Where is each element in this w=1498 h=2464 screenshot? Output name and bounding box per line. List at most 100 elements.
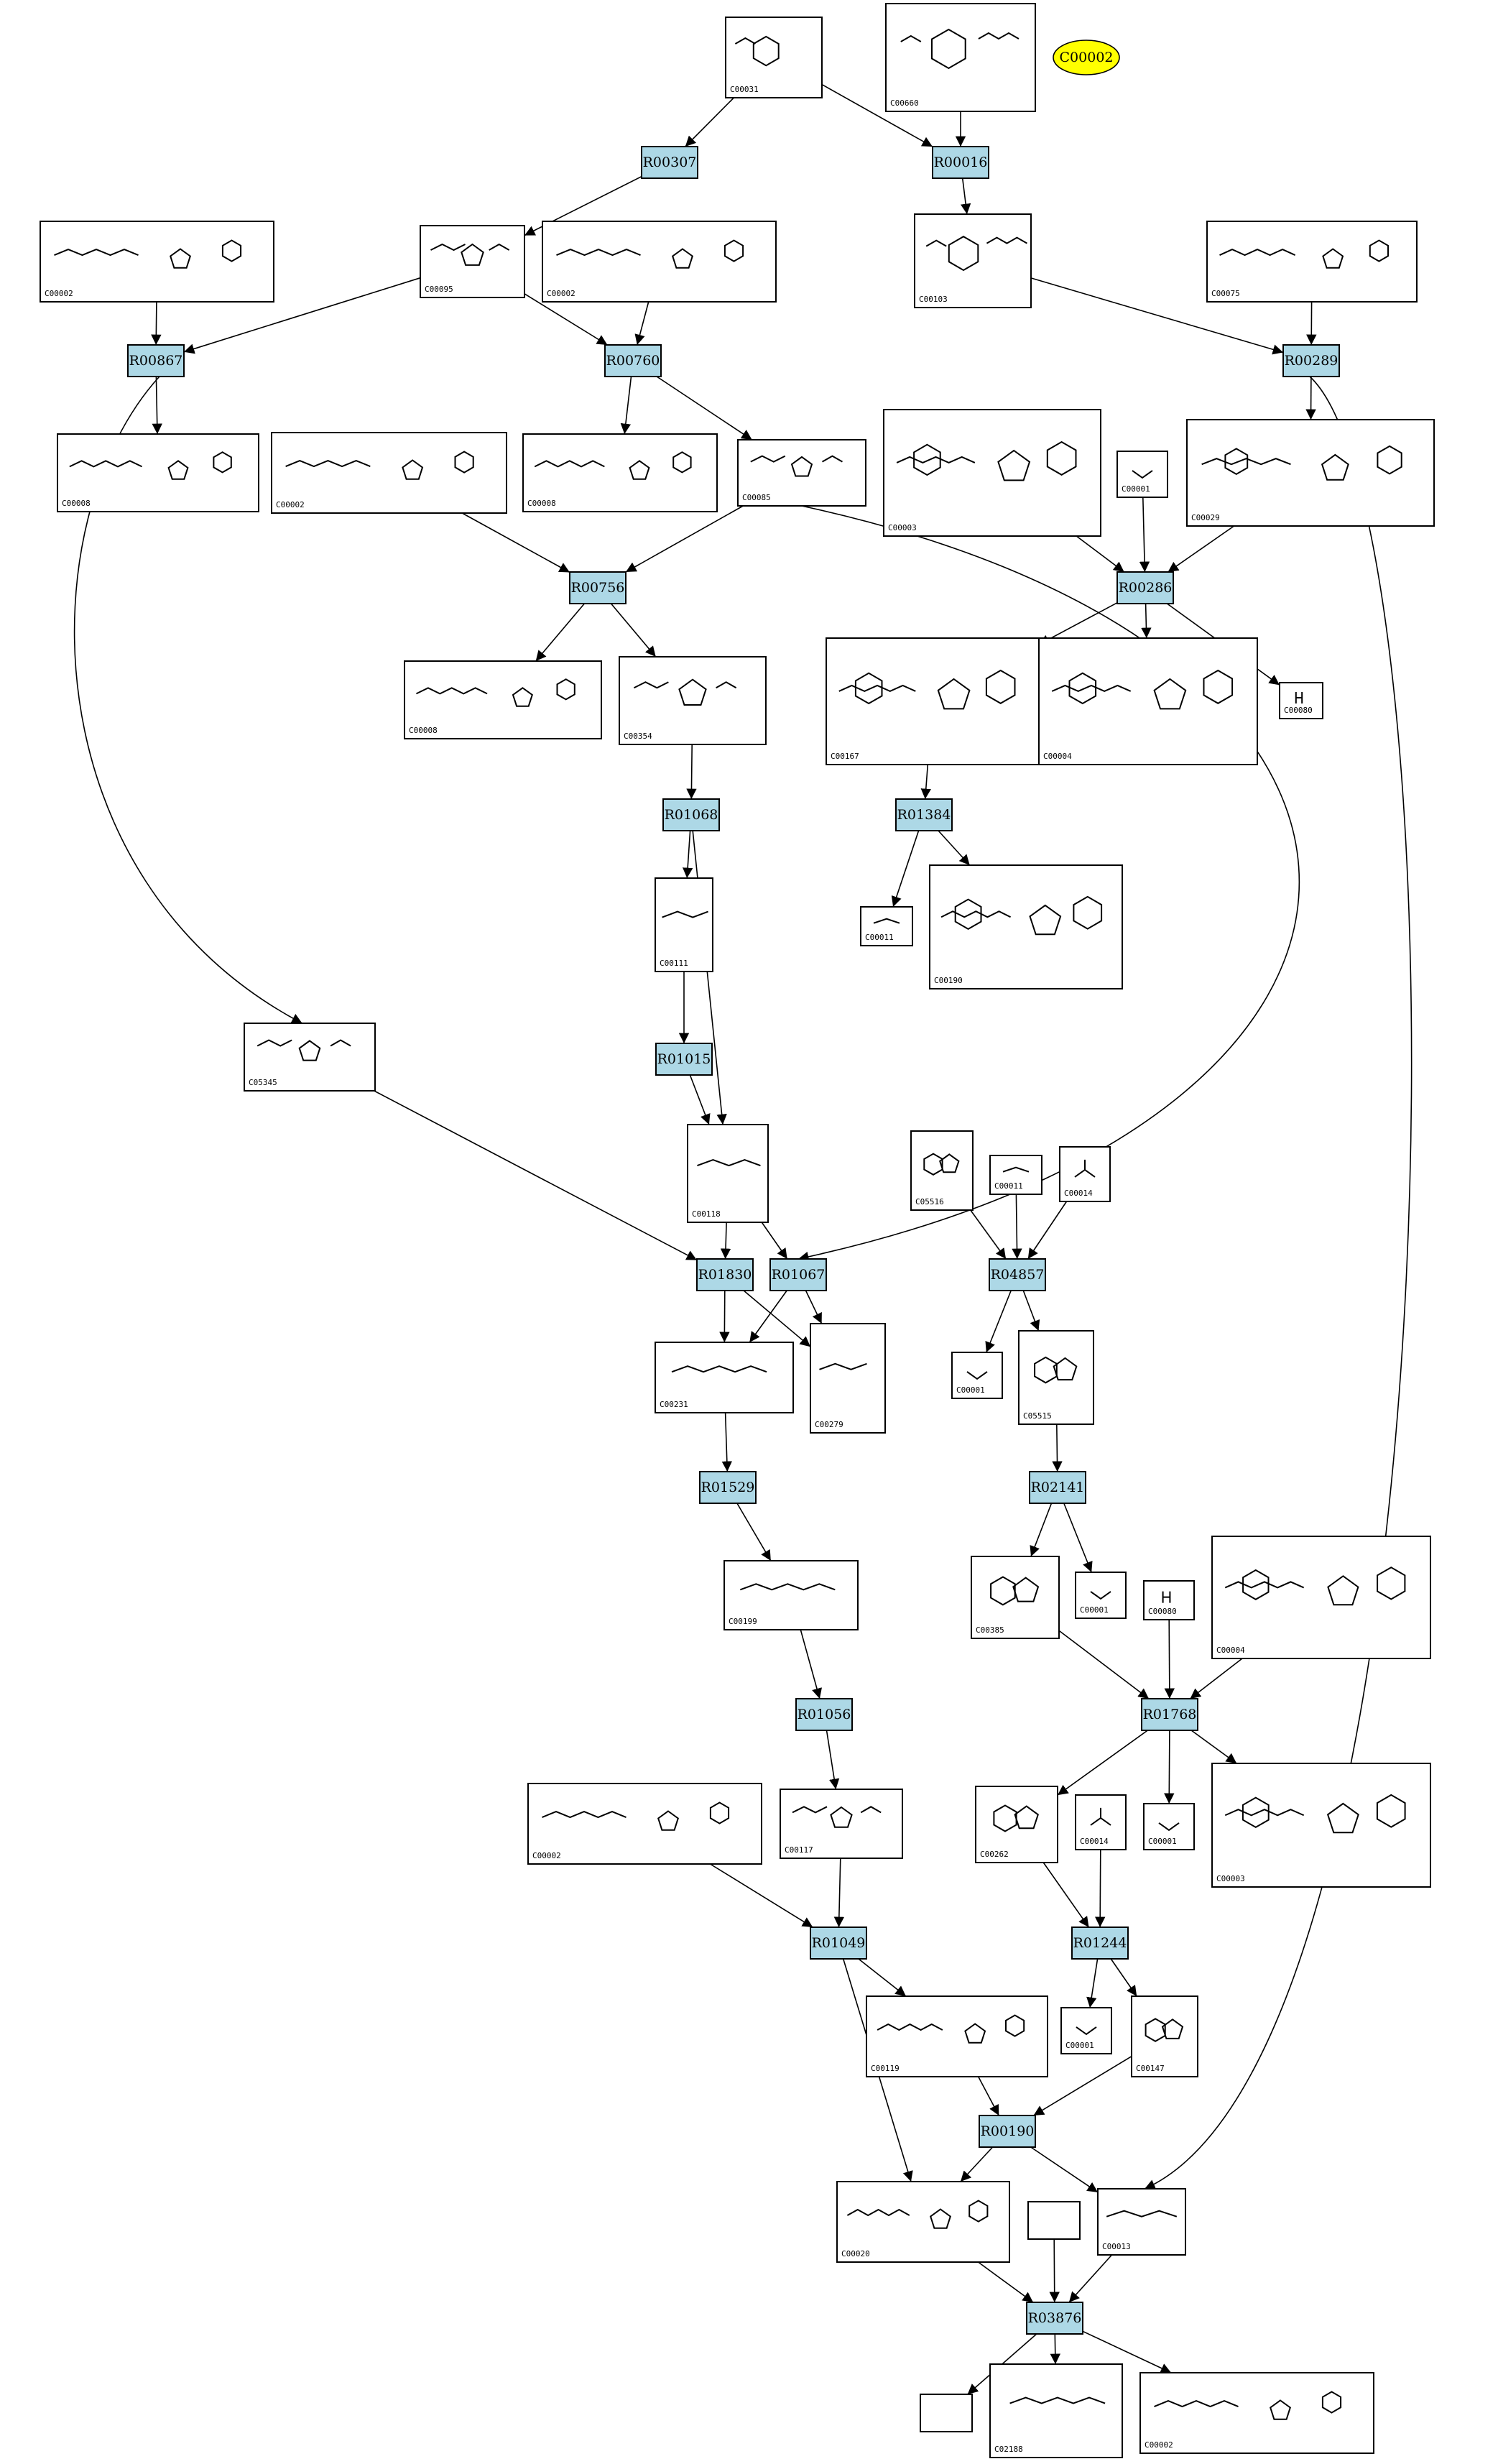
reaction-node[interactable]: R01768 <box>1141 1698 1198 1731</box>
compound-node[interactable]: C00001 <box>1075 1572 1127 1619</box>
compound-node[interactable]: C00117 <box>780 1789 903 1859</box>
compound-box <box>780 1789 903 1859</box>
reaction-box <box>989 1258 1046 1291</box>
compound-node[interactable]: C02188 <box>989 2363 1123 2458</box>
reaction-node[interactable]: R00286 <box>1116 571 1174 604</box>
edge <box>743 1290 811 1347</box>
compound-node[interactable]: C00075 <box>1206 221 1418 303</box>
reaction-box <box>979 2115 1036 2148</box>
compound-node[interactable]: C00085 <box>737 439 866 507</box>
structure-drawing <box>1106 2210 1178 2218</box>
reaction-node[interactable]: R00016 <box>932 146 989 179</box>
compound-node[interactable]: C00279 <box>810 1323 886 1434</box>
edge <box>461 512 570 573</box>
reaction-node[interactable]: R01067 <box>769 1258 827 1291</box>
compound-box <box>1143 1580 1195 1620</box>
compound-node[interactable]: C00001 <box>1143 1803 1195 1850</box>
compound-node[interactable]: C00011 <box>989 1155 1042 1195</box>
compound-node[interactable]: C00031 <box>725 17 823 98</box>
edge <box>709 1863 813 1928</box>
compound-node[interactable]: C00231 <box>655 1342 794 1413</box>
edge <box>1168 525 1235 573</box>
compound-node[interactable]: C00385 <box>971 1556 1060 1639</box>
compound-node[interactable]: C05515 <box>1018 1330 1094 1425</box>
compound-node[interactable]: C00118 <box>687 1124 769 1223</box>
compound-node[interactable]: C00008 <box>404 660 602 739</box>
reaction-node[interactable]: R01529 <box>699 1471 757 1504</box>
compound-node[interactable]: C00660 <box>885 3 1036 112</box>
compound-node[interactable] <box>1027 2201 1081 2240</box>
reaction-label: R01056 <box>797 1707 851 1722</box>
legend-node[interactable]: C00002 <box>1053 40 1120 75</box>
compound-id: C00011 <box>865 933 894 942</box>
compound-node[interactable]: C00011 <box>860 906 913 946</box>
structure-drawing <box>873 918 900 924</box>
edge <box>1076 535 1125 573</box>
edge-path <box>1164 1619 1175 1699</box>
compound-node[interactable]: C00003 <box>883 409 1101 537</box>
compound-node[interactable]: C00001 <box>1116 451 1168 498</box>
reaction-node[interactable]: R00756 <box>569 571 627 604</box>
compound-node[interactable]: C00013 <box>1097 2188 1186 2256</box>
reaction-node[interactable]: R04857 <box>989 1258 1046 1291</box>
compound-node[interactable]: C00004 <box>1211 1536 1431 1659</box>
compound-node[interactable]: C00002 <box>271 432 507 514</box>
compound-node[interactable]: C00354 <box>619 656 767 745</box>
structure-drawing <box>430 243 510 266</box>
compound-node[interactable]: C00002 <box>542 221 777 303</box>
compound-node[interactable]: C00029 <box>1186 419 1435 527</box>
reaction-node[interactable]: R02141 <box>1029 1471 1086 1504</box>
compound-node[interactable]: C00001 <box>951 1352 1003 1399</box>
structure-drawing <box>923 1153 960 1176</box>
reaction-node[interactable]: R01068 <box>662 798 720 831</box>
compound-node[interactable]: C00111 <box>655 877 713 972</box>
compound-node[interactable]: C00103 <box>914 213 1032 308</box>
compound-node[interactable]: C00080 <box>1143 1580 1195 1620</box>
compound-node[interactable]: C00004 <box>1038 637 1258 765</box>
compound-node[interactable]: C00001 <box>1060 2007 1112 2054</box>
structure-drawing <box>1090 1807 1111 1826</box>
reaction-node[interactable]: R01384 <box>895 798 953 831</box>
compound-node[interactable] <box>920 2394 973 2432</box>
compound-node[interactable]: C00014 <box>1059 1146 1111 1202</box>
reaction-node[interactable]: R03876 <box>1026 2302 1083 2335</box>
edge <box>682 830 693 879</box>
reaction-node[interactable]: R01049 <box>810 1927 867 1960</box>
compound-node[interactable]: C00008 <box>522 433 718 512</box>
reaction-node[interactable]: R00289 <box>1282 344 1340 377</box>
compound-node[interactable]: C00095 <box>420 225 525 298</box>
reaction-node[interactable]: R00867 <box>127 344 185 377</box>
edge <box>374 1090 698 1261</box>
compound-node[interactable]: C00002 <box>40 221 274 303</box>
compound-box <box>522 433 718 512</box>
compound-node[interactable]: C00119 <box>866 1995 1048 2077</box>
compound-node[interactable]: C00020 <box>836 2181 1010 2263</box>
reaction-node[interactable]: R01830 <box>696 1258 754 1291</box>
compound-node[interactable]: C00008 <box>57 433 259 512</box>
compound-node[interactable]: C00002 <box>1139 2372 1374 2454</box>
compound-node[interactable]: C00262 <box>975 1786 1058 1863</box>
reaction-node[interactable]: R00190 <box>979 2115 1036 2148</box>
reaction-node[interactable]: R00307 <box>641 146 698 179</box>
compound-node[interactable]: C00199 <box>723 1560 859 1630</box>
reaction-node[interactable]: R01015 <box>655 1043 713 1076</box>
compound-id: C05515 <box>1023 1411 1052 1421</box>
structure-drawing <box>69 451 232 480</box>
compound-node[interactable]: C00080 <box>1279 682 1323 719</box>
compound-node[interactable]: C00014 <box>1075 1794 1127 1850</box>
compound-id: C00190 <box>934 976 963 985</box>
edge-path <box>721 1412 733 1472</box>
reaction-node[interactable]: R01244 <box>1071 1927 1129 1960</box>
edge-path <box>524 175 642 236</box>
compound-node[interactable]: C00147 <box>1131 1995 1198 2077</box>
compound-node[interactable]: C00002 <box>527 1783 762 1865</box>
compound-node[interactable]: C05345 <box>244 1023 376 1092</box>
compound-node[interactable]: C05516 <box>910 1130 974 1211</box>
reaction-node[interactable]: R00760 <box>604 344 662 377</box>
edge-path <box>800 1629 822 1699</box>
compound-node[interactable]: C00003 <box>1211 1763 1431 1888</box>
compound-node[interactable]: C00190 <box>929 864 1123 989</box>
reaction-node[interactable]: R01056 <box>795 1698 853 1731</box>
compound-node[interactable]: C00167 <box>826 637 1040 765</box>
edge <box>620 376 632 435</box>
